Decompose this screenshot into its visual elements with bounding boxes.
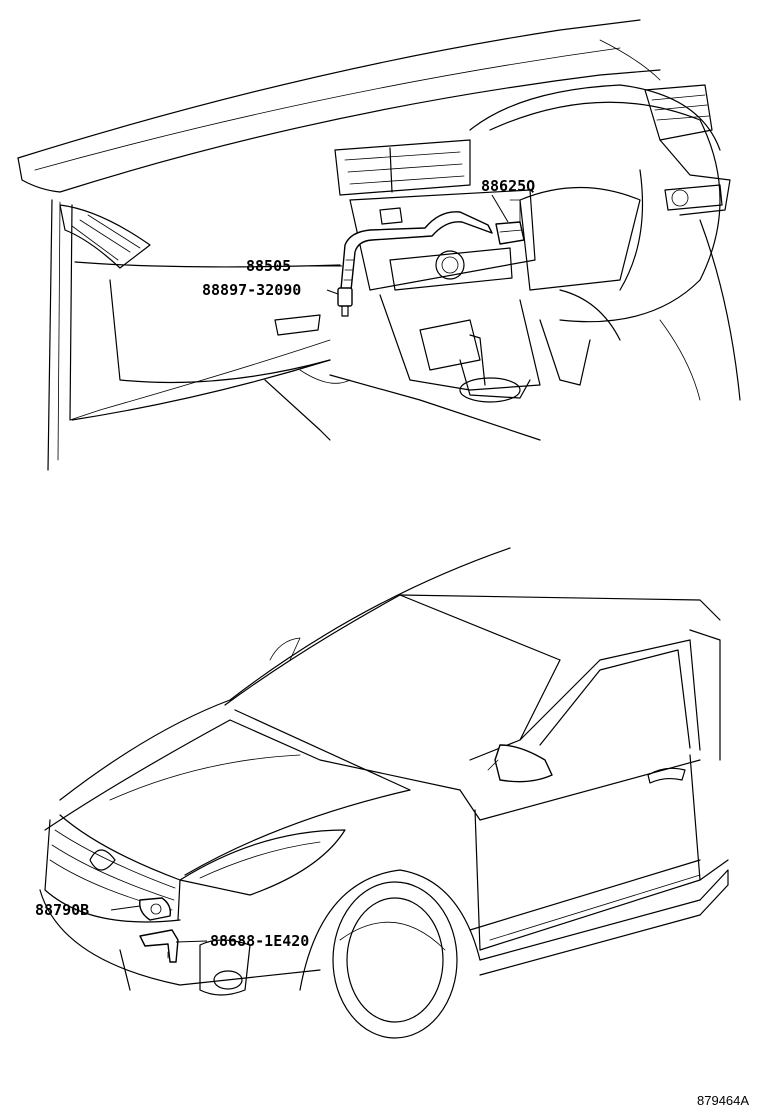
label-88505: 88505 <box>246 257 291 275</box>
bracket-part <box>139 929 179 963</box>
label-88688-1e420: 88688-1E420 <box>210 932 309 950</box>
wire-harness <box>339 211 493 301</box>
car-front-illustration <box>39 547 729 1039</box>
label-88897-32090: 88897-32090 <box>202 281 301 299</box>
figure-id: 879464A <box>697 1093 749 1108</box>
solar-sensor-part <box>495 221 525 245</box>
label-88790b: 88790B <box>35 901 89 919</box>
mirror <box>494 744 553 783</box>
leader-lines <box>110 194 509 943</box>
dashboard-illustration <box>17 19 741 471</box>
ambient-sensor-part <box>139 897 172 921</box>
clamp-part <box>337 287 353 307</box>
label-88625q: 88625Q <box>481 177 535 195</box>
